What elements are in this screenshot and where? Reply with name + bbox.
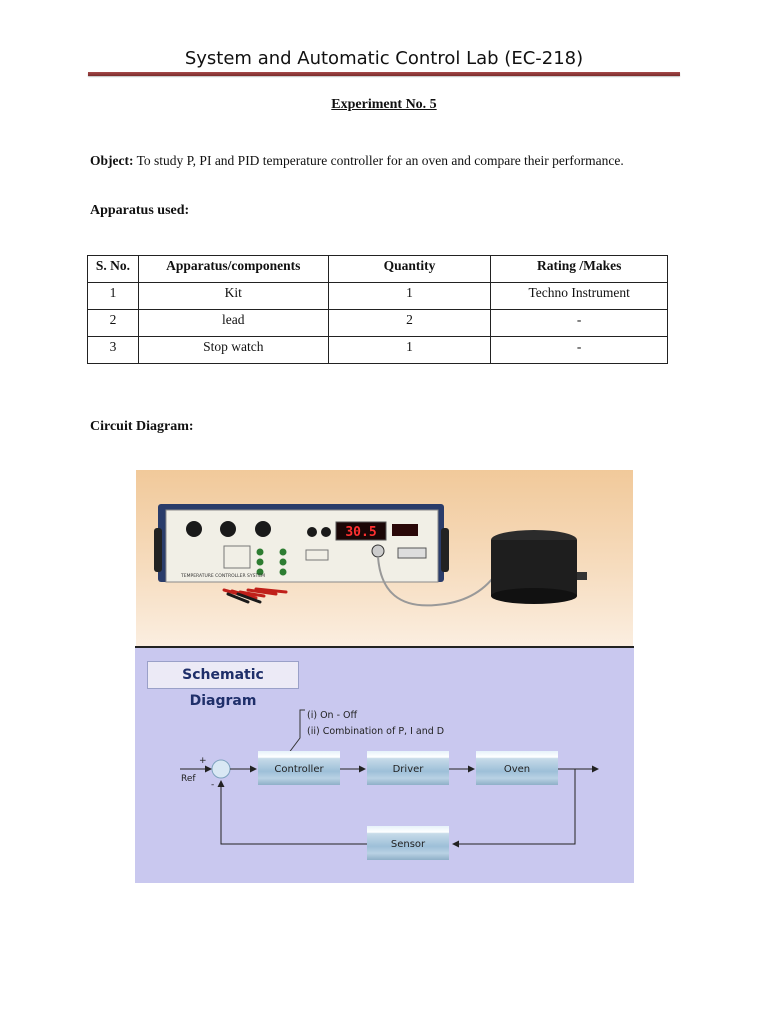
table-row: 2 lead 2 - [88,310,668,337]
table-cell: - [491,310,668,337]
column-header-sno: S. No. [88,256,139,283]
table-row: 3 Stop watch 1 - [88,337,668,364]
terminal-icon [280,549,287,556]
table-cell: 3 [88,337,139,364]
sensor-block: Sensor [367,826,449,860]
apparatus-heading: Apparatus used: [90,203,189,219]
table-cell: Stop watch [138,337,328,364]
oven-base [491,588,577,604]
object-paragraph: Object: To study P, PI and PID temperatu… [90,147,678,174]
knob-icon [321,527,331,537]
schematic-diagram: Schematic Diagram (i) On - Off (ii) Comb… [135,646,634,883]
terminal-icon [280,559,287,566]
oven-connector [577,572,587,580]
column-header-quantity: Quantity [328,256,491,283]
left-handle [154,528,162,572]
ref-label: Ref [181,774,196,784]
table-cell: 1 [88,283,139,310]
knob-icon [220,521,236,537]
object-label: Object: [90,153,133,168]
schematic-title: Schematic Diagram [147,661,299,689]
knob-icon [255,521,271,537]
table-row: 1 Kit 1 Techno Instrument [88,283,668,310]
table-cell: 1 [328,283,491,310]
kit-illustration: 30.5 TEMPERATURE CONTROLLER SYSTEM [136,470,633,646]
table-header-row: S. No. Apparatus/components Quantity Rat… [88,256,668,283]
table-cell: - [491,337,668,364]
summing-junction-icon [212,760,230,778]
table-cell: 1 [328,337,491,364]
panel-label: TEMPERATURE CONTROLLER SYSTEM [180,573,265,579]
table-cell: 2 [88,310,139,337]
oven-block: Oven [476,751,558,785]
object-text: To study P, PI and PID temperature contr… [133,153,623,168]
column-header-apparatus: Apparatus/components [138,256,328,283]
minus-sign: - [211,780,214,790]
oven-body [491,540,577,596]
terminal-icon [257,549,264,556]
knob-icon [307,527,317,537]
driver-block: Driver [367,751,449,785]
sensor-socket-icon [372,545,384,557]
display-readout: 30.5 [345,525,376,540]
page-header-title: System and Automatic Control Lab (EC-218… [0,48,768,69]
front-panel [166,510,438,582]
circuit-diagram-heading: Circuit Diagram: [90,419,194,435]
feedback-arrow [221,781,367,844]
kit-photo: 30.5 TEMPERATURE CONTROLLER SYSTEM [136,470,633,646]
secondary-display [392,524,418,536]
column-header-rating: Rating /Makes [491,256,668,283]
controller-option-note: (ii) Combination of P, I and D [307,726,444,737]
header-divider [88,72,680,76]
switch-icon [398,548,426,558]
experiment-title: Experiment No. 5 [0,97,768,113]
apparatus-table: S. No. Apparatus/components Quantity Rat… [87,255,668,364]
table-cell: lead [138,310,328,337]
controller-option-note: (i) On - Off [307,710,357,721]
table-cell: Kit [138,283,328,310]
terminal-icon [280,569,287,576]
terminal-icon [257,559,264,566]
knob-icon [186,521,202,537]
table-cell: 2 [328,310,491,337]
controller-block: Controller [258,751,340,785]
right-handle [441,528,449,572]
plus-sign: + [199,756,207,766]
table-cell: Techno Instrument [491,283,668,310]
